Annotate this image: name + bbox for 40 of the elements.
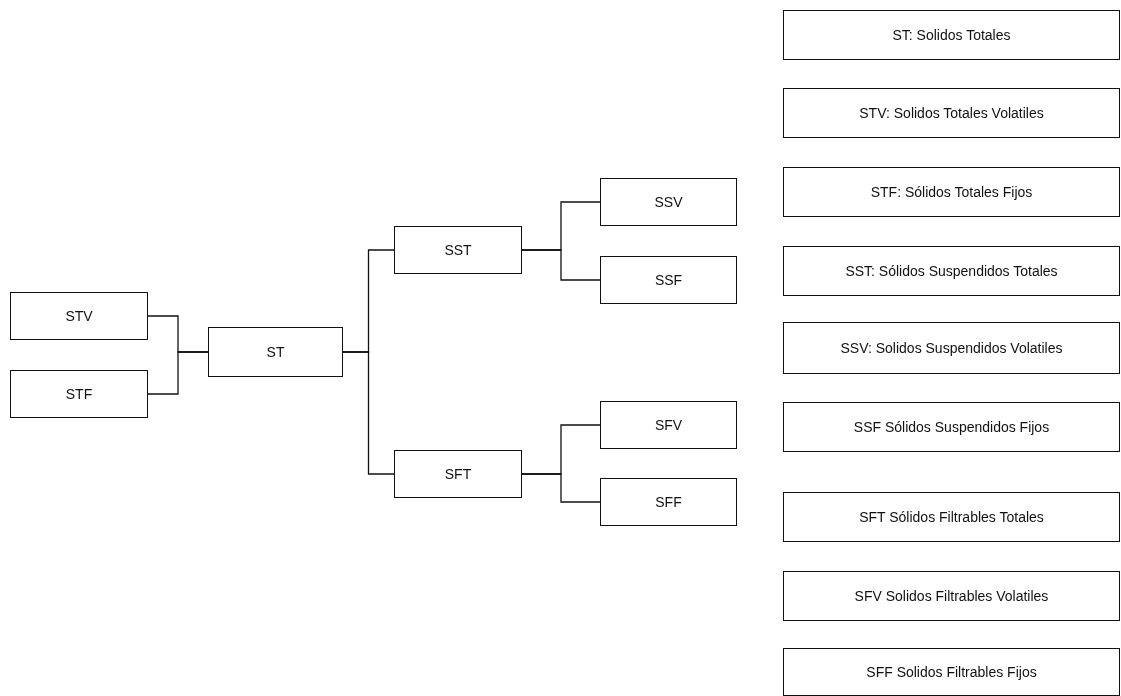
process-box: [600, 256, 737, 304]
box-label: SFT: [444, 466, 472, 482]
box-label: STF: [65, 386, 93, 402]
connector-line: [342, 351, 395, 475]
box-label: SSF Sólidos Suspendidos Fijos: [853, 419, 1050, 435]
box-label: SST: Sólidos Suspendidos Totales: [845, 263, 1058, 279]
process-box: [600, 478, 737, 526]
box-label: SSF: [654, 272, 683, 288]
box-label: SSV: [654, 194, 683, 210]
connector-line: [147, 351, 209, 395]
box-label: STV: Solidos Totales Volatiles: [859, 105, 1044, 121]
process-box: [600, 401, 737, 449]
box-label: ST: Solidos Totales: [892, 27, 1011, 43]
definition-box: [783, 648, 1120, 696]
process-box: [394, 450, 522, 498]
box-label: SFV Solidos Filtrables Volatiles: [854, 588, 1049, 604]
process-box: [394, 226, 522, 274]
process-box: [600, 178, 737, 226]
definition-box: [783, 492, 1120, 542]
box-label: STF: Sólidos Totales Fijos: [870, 184, 1033, 200]
box-label: SSV: Solidos Suspendidos Volatiles: [840, 340, 1063, 356]
box-label: SFV: [654, 417, 683, 433]
definition-box: [783, 571, 1120, 621]
process-box: [10, 292, 148, 340]
connector-line: [521, 249, 601, 281]
definition-box: [783, 246, 1120, 296]
definition-box: [783, 88, 1120, 138]
box-label: SFT Sólidos Filtrables Totales: [859, 509, 1044, 525]
box-label: SFF Solidos Filtrables Fijos: [866, 664, 1037, 680]
definition-box: [783, 402, 1120, 452]
definition-box: [783, 167, 1120, 217]
definition-box: [783, 10, 1120, 60]
process-box: [10, 370, 148, 418]
connector-line: [521, 473, 601, 503]
box-label: SFF: [655, 494, 682, 510]
box-label: SST: [444, 242, 472, 258]
box-label: STV: [65, 308, 93, 324]
box-label: ST: [266, 344, 285, 360]
definition-box: [783, 322, 1120, 374]
process-box: [208, 327, 343, 377]
